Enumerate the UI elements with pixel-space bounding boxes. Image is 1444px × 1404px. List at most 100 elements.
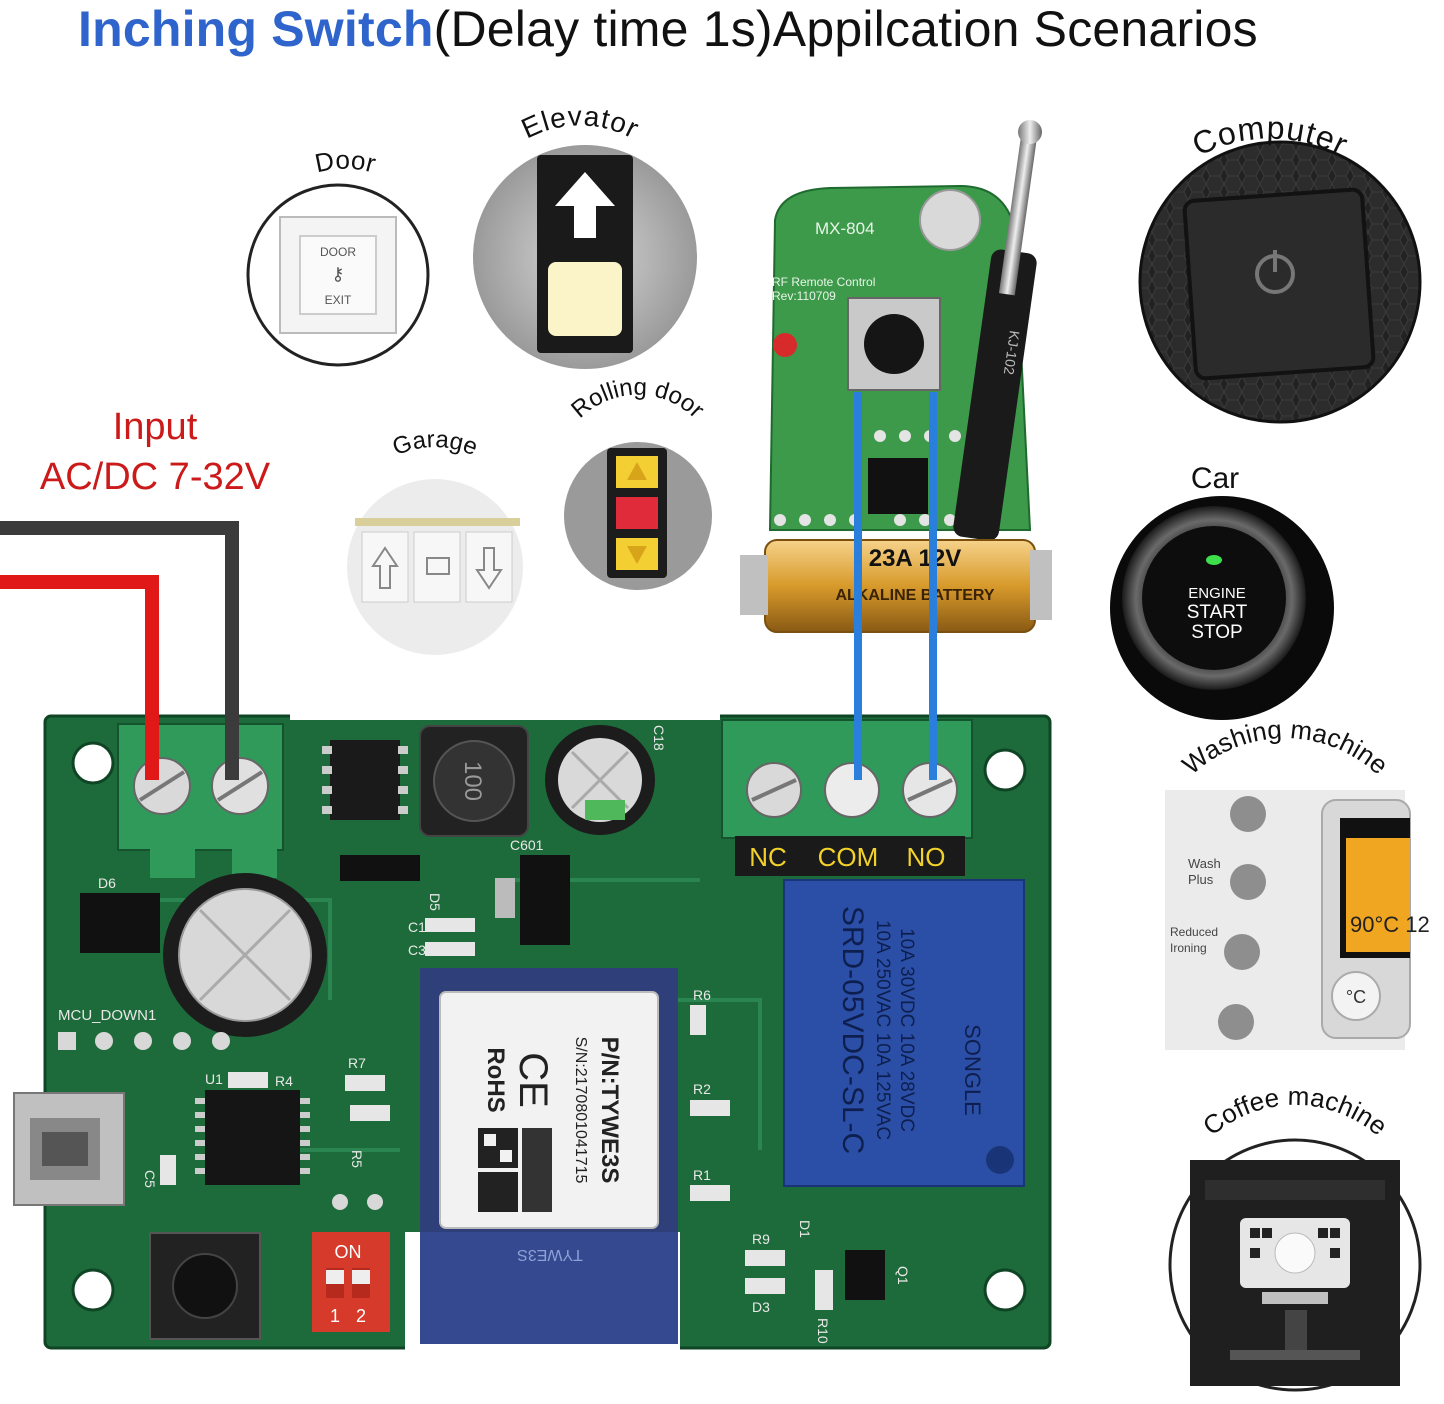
terminal-label-com: COM — [818, 842, 879, 872]
garage-up-icon — [371, 546, 399, 589]
silk-c5: C5 — [142, 1170, 158, 1188]
dip-1-label: 1 — [330, 1306, 340, 1326]
roll-up-icon — [627, 462, 647, 480]
relay: SRD-05VDC-SL-C 10A 250VAC 10A 125VAC 10A… — [783, 879, 1025, 1187]
module-pn: P/N:TYWE3S — [596, 1037, 623, 1184]
wash-label: Wash — [1188, 856, 1221, 871]
relay-brand: SONGLE — [960, 1024, 985, 1116]
capacitor-c1 — [425, 918, 475, 932]
mounting-hole — [983, 1268, 1027, 1312]
battery-label: 23A 12V — [869, 545, 962, 572]
terminal-label-nc: NC — [749, 842, 787, 872]
ce-mark: CE — [511, 1052, 555, 1108]
input-label-line1: Input — [112, 406, 198, 448]
silk-r5: R5 — [349, 1150, 365, 1168]
roll-down-icon — [627, 546, 647, 564]
mounting-hole — [983, 748, 1027, 792]
diode-d6 — [80, 893, 160, 953]
scenario-garage: Garage — [347, 426, 523, 655]
door-sign-bottom: EXIT — [325, 293, 352, 307]
ic-chip-u1 — [195, 1090, 310, 1185]
dip-2-label: 2 — [356, 1306, 366, 1326]
scenario-elevator: Elevator — [473, 100, 697, 369]
inductor-label: 100 — [459, 761, 486, 801]
scenario-computer: Computer — [1138, 109, 1422, 424]
car-label: Car — [1191, 462, 1239, 495]
engine-line1: ENGINE — [1188, 585, 1246, 602]
silk-r7: R7 — [348, 1055, 366, 1071]
wash-plus-label: Plus — [1188, 872, 1214, 887]
antenna-label: KJ-102 — [1001, 330, 1023, 376]
crystal — [919, 189, 981, 251]
scenario-car: Car ENGINE START STOP — [1110, 462, 1334, 720]
remote-ic — [868, 458, 928, 514]
key-icon: ⚷ — [331, 264, 344, 284]
module-antenna-label: TYWE3S — [517, 1246, 583, 1263]
remote-model: MX-804 — [815, 219, 875, 238]
garage-label: Garage — [389, 426, 482, 461]
roll-stop-button — [616, 497, 658, 529]
remote-text1: RF Remote Control — [772, 275, 875, 289]
relay-rating-2: 10A 30VDC 10A 28VDC — [896, 928, 917, 1132]
inductor: 100 — [419, 725, 529, 837]
rolling-door-label: Rolling door — [566, 374, 709, 424]
elevator-button — [548, 262, 622, 336]
input-wire-red — [0, 575, 159, 780]
silk-d6: D6 — [98, 875, 116, 891]
engine-line2: START — [1187, 602, 1248, 623]
scenario-coffee-machine: Coffee machine — [1168, 1081, 1422, 1392]
scenario-door: DOOR ⚷ EXIT Door — [246, 145, 430, 367]
regulator — [520, 855, 570, 945]
ic-chip-top — [322, 740, 408, 820]
door-sign-top: DOOR — [320, 245, 356, 259]
mounting-hole — [71, 741, 115, 785]
scenario-rolling-door: Rolling door — [564, 374, 712, 590]
silk-r9: R9 — [752, 1231, 770, 1247]
relay-model: SRD-05VDC-SL-C — [836, 906, 869, 1154]
module-sn: S/N:2170801041715 — [572, 1037, 589, 1184]
page-title: Inching Switch(Delay time 1s)Appilcation… — [78, 0, 1258, 58]
capacitor-c3 — [425, 942, 475, 956]
silk-c18: C18 — [651, 725, 667, 751]
ironing-label: Ironing — [1170, 941, 1207, 955]
title-rest: (Delay time 1s)Appilcation Scenarios — [433, 1, 1258, 57]
reduced-label: Reduced — [1170, 925, 1218, 939]
celsius-button: °C — [1346, 987, 1366, 1007]
elevator-label: Elevator — [517, 100, 645, 144]
input-wire-black — [0, 521, 239, 780]
dip-switch: ON 1 2 — [312, 1232, 390, 1332]
relay-board: NC COM NO SRD-05VDC-SL-C 10A 250VAC 10A … — [13, 700, 1052, 1352]
silk-d3: D3 — [752, 1299, 770, 1315]
diode-d5 — [340, 855, 420, 881]
door-label: Door — [312, 145, 379, 179]
engine-line3: STOP — [1191, 622, 1242, 643]
garage-down-icon — [475, 547, 503, 590]
led-red — [773, 333, 797, 357]
dip-on-label: ON — [335, 1242, 362, 1262]
silk-c3: C3 — [408, 942, 426, 958]
silk-c601: C601 — [510, 837, 544, 853]
wifi-module: TYWE3S P/N:TYWE3S S/N:2170801041715 CE R… — [420, 968, 678, 1344]
silk-r1: R1 — [693, 1167, 711, 1183]
rf-remote: MX-804 RF Remote Control Rev:110709 KJ-1… — [740, 120, 1052, 633]
garage-stop-icon — [426, 557, 450, 575]
silk-c1: C1 — [408, 919, 426, 935]
silk-r6: R6 — [693, 987, 711, 1003]
screw-terminal-com — [824, 762, 880, 818]
electrolytic-capacitor-large — [163, 873, 327, 1037]
washing-machine-label: Washing machine — [1176, 714, 1394, 780]
rohs-mark: RoHS — [482, 1047, 509, 1112]
silk-r4: R4 — [275, 1073, 293, 1089]
silk-d1: D1 — [797, 1220, 813, 1238]
input-label-line2: AC/DC 7-32V — [39, 456, 271, 498]
silk-r10: R10 — [815, 1318, 831, 1344]
mcu-header: MCU_DOWN1 — [58, 1007, 230, 1050]
mcu-label: MCU_DOWN1 — [58, 1007, 156, 1024]
silk-u1: U1 — [205, 1071, 223, 1087]
silk-q1: Q1 — [895, 1266, 911, 1285]
silk-d5: D5 — [427, 893, 443, 911]
remote-text2: Rev:110709 — [772, 289, 836, 303]
title-highlight: Inching Switch — [78, 1, 434, 57]
